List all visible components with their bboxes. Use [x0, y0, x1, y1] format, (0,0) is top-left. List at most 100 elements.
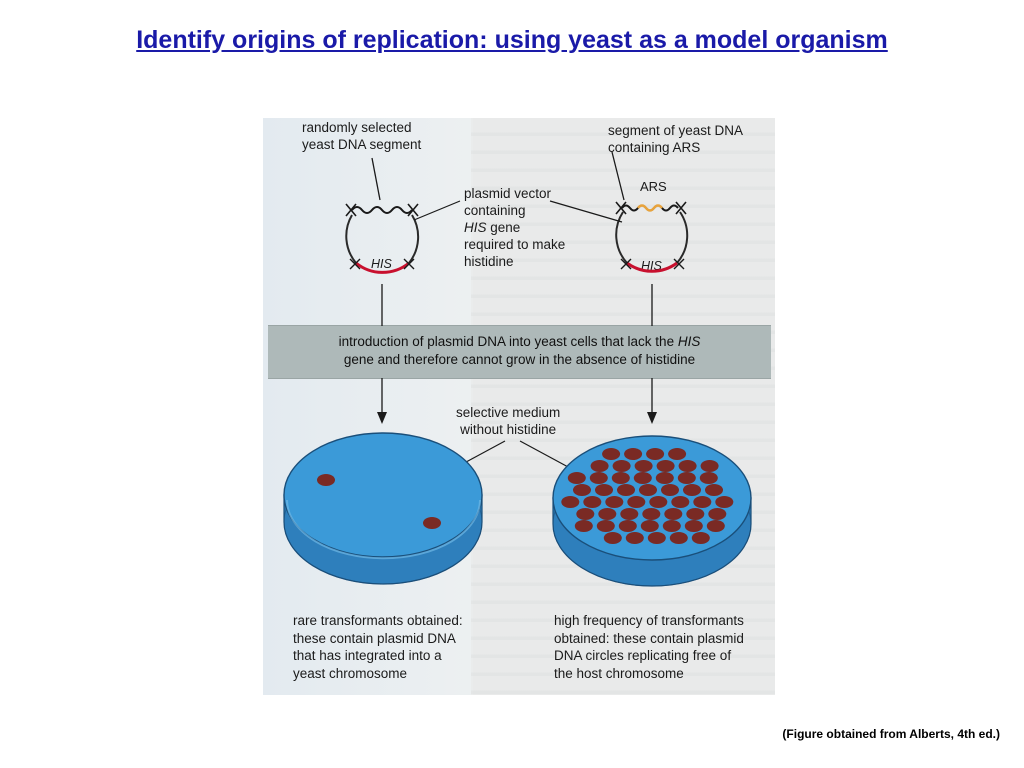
right-colony [639, 484, 657, 496]
right-colony [589, 472, 608, 484]
right-colony [655, 472, 674, 484]
right-colony [611, 472, 630, 484]
right-colony [708, 508, 727, 520]
left-cut-mark-b [407, 203, 419, 217]
left-plate [283, 432, 483, 585]
right-colony [649, 496, 668, 508]
right-colony [576, 508, 595, 520]
figure-ghost-text [471, 118, 775, 695]
right-colony [699, 472, 718, 484]
slide-title: Identify origins of replication: using y… [136, 26, 888, 54]
right-colony [662, 520, 681, 532]
right-colony [671, 496, 690, 508]
right-plasmid-arc-right [676, 211, 689, 264]
right-colony [634, 460, 653, 472]
right-colony [640, 520, 659, 532]
right-colony [661, 484, 679, 496]
right-plasmid [611, 151, 689, 273]
right-cut-mark-b [675, 201, 687, 215]
right-colony [561, 496, 580, 508]
right-ars-segment [637, 204, 663, 212]
right-colony [627, 496, 646, 508]
right-colony [700, 460, 719, 472]
left-his-mark-a [349, 258, 361, 270]
right-colony [669, 532, 688, 544]
right-colony [706, 520, 725, 532]
right-colony [567, 472, 586, 484]
right-colony [678, 460, 697, 472]
label-selective-medium: selective medium without histidine [456, 405, 561, 437]
right-colony [618, 520, 637, 532]
right-colony [705, 484, 723, 496]
right-colony [596, 520, 615, 532]
right-colony [642, 508, 661, 520]
right-colony [715, 496, 734, 508]
right-colony [686, 508, 705, 520]
label-left-result: rare transformants obtained: these conta… [293, 613, 463, 681]
label-gene-word: gene [486, 220, 521, 235]
right-colony [668, 448, 687, 460]
right-colony [612, 460, 631, 472]
right-colony [598, 508, 617, 520]
right-colony [664, 508, 683, 520]
right-colony [624, 448, 643, 460]
label-random-segment: randomly selected yeast DNA segment [302, 120, 422, 152]
right-colony [683, 484, 701, 496]
right-colony [595, 484, 613, 496]
left-plasmid-arc-right [408, 214, 420, 264]
vector-pointer-right [549, 200, 623, 223]
label-his-gene-line: HIS gene [464, 219, 520, 236]
right-colony [617, 484, 635, 496]
ars-tag: ARS [640, 179, 667, 194]
right-cut-mark-a [615, 201, 627, 215]
left-plasmid-arc-left [345, 214, 357, 264]
right-colony [656, 460, 675, 472]
right-down-arrow [647, 378, 657, 424]
left-colony [317, 474, 335, 486]
right-colony [590, 460, 609, 472]
right-colony [646, 448, 665, 460]
left-random-segment [351, 206, 413, 214]
right-colony [602, 448, 621, 460]
band-text: introduction of plasmid DNA into yeast c… [338, 334, 701, 367]
right-colony [647, 532, 666, 544]
his-tag-left: HIS [371, 257, 392, 271]
right-colony [603, 532, 622, 544]
medium-pointer-right [519, 440, 571, 469]
left-his-segment [355, 261, 410, 274]
right-colony [693, 496, 712, 508]
right-segment-pointer [611, 151, 625, 201]
vector-pointer-left [413, 200, 461, 221]
left-down-arrow [377, 378, 387, 424]
right-colony [633, 472, 652, 484]
right-colony [625, 532, 644, 544]
band-his-italic: HIS [677, 334, 701, 349]
label-his-italic: HIS [464, 220, 487, 235]
right-colony [574, 520, 593, 532]
right-colony [573, 484, 591, 496]
label-ars-segment: segment of yeast DNA containing ARS [608, 123, 744, 155]
right-plasmid-arc-left [615, 211, 628, 264]
label-plasmid-vector: plasmid vector containing required to ma… [464, 186, 566, 269]
left-plasmid [345, 157, 420, 274]
left-plate-top [283, 432, 483, 558]
right-colony [691, 532, 710, 544]
right-colonies [561, 448, 734, 544]
right-colony [583, 496, 602, 508]
label-right-result: high frequency of transformants obtained… [554, 613, 744, 681]
right-colony [684, 520, 703, 532]
right-colony [620, 508, 639, 520]
figure-ghost-left [263, 118, 473, 695]
left-his-mark-b [403, 258, 415, 270]
right-plate [552, 435, 752, 587]
right-his-segment [626, 261, 678, 273]
right-colony [677, 472, 696, 484]
right-colony [605, 496, 624, 508]
left-cut-mark-a [345, 203, 357, 217]
left-colony [423, 517, 441, 529]
right-his-mark-b [673, 258, 685, 270]
right-his-mark-a [620, 258, 632, 270]
left-segment-pointer [371, 157, 381, 201]
procedure-band: introduction of plasmid DNA into yeast c… [268, 325, 771, 379]
